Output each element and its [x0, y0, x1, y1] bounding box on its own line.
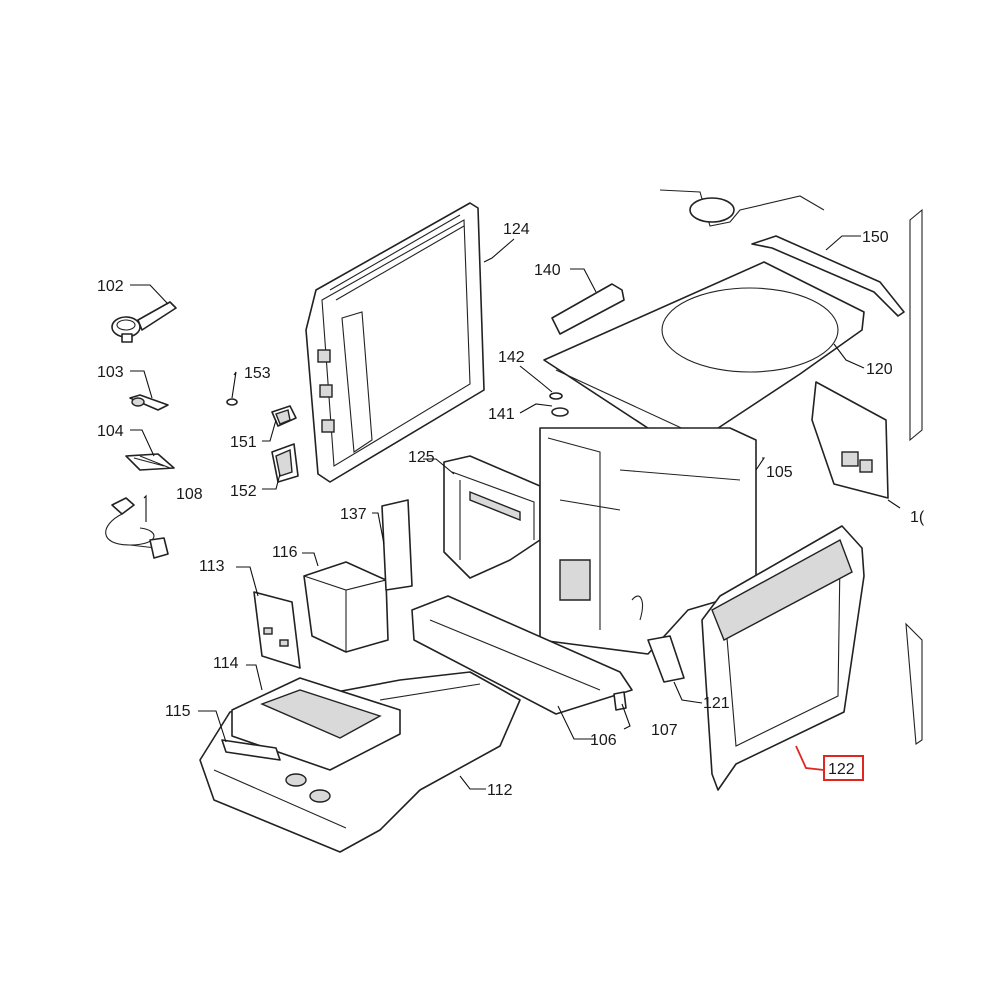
callout-115: 115	[165, 703, 191, 720]
part-102-measuring-spoon	[111, 301, 177, 343]
part-105-chassis	[539, 427, 757, 655]
part-140-handle	[551, 283, 625, 335]
callout-120: 120	[866, 361, 893, 378]
callout-103: 103	[97, 364, 124, 381]
callout-151: 151	[230, 434, 257, 451]
callout-140: 140	[534, 262, 561, 279]
part-122-front-frame	[701, 525, 865, 791]
part-137-panel	[381, 499, 413, 591]
callout-124: 124	[503, 221, 530, 238]
part-grinder-ring	[659, 189, 825, 227]
callout-153: 153	[244, 365, 271, 382]
part-124-side-panel	[305, 202, 485, 483]
callout-108: 108	[176, 486, 203, 503]
callout-105: 105	[766, 464, 793, 481]
part-113-drip-cover	[253, 591, 301, 669]
highlight-box-122	[823, 755, 864, 781]
callout-1x: 1(	[910, 509, 925, 526]
callout-106: 106	[590, 732, 617, 749]
callout-141: 141	[488, 406, 515, 423]
callout-152: 152	[230, 483, 257, 500]
part-153-seal	[226, 398, 238, 406]
callout-107: 107	[651, 722, 678, 739]
callout-150: 150	[862, 229, 889, 246]
part-103-cleaning-tablet	[129, 394, 169, 411]
part-108-power-cord	[105, 497, 169, 559]
part-150-trim	[751, 235, 905, 317]
part-104-test-strip	[125, 453, 175, 471]
callout-121: 121	[703, 695, 730, 712]
callout-142: 142	[498, 349, 525, 366]
part-right-edge	[905, 208, 923, 745]
part-107-foot	[613, 691, 627, 711]
part-116-grounds-container	[303, 561, 389, 653]
part-106-base-plate	[411, 595, 633, 715]
part-121-side-plate	[647, 635, 685, 683]
part-152-connector	[271, 443, 299, 483]
part-125-frame	[443, 455, 541, 579]
callout-122: 122	[828, 761, 855, 778]
callout-116: 116	[272, 544, 298, 561]
leader-lines	[130, 235, 901, 790]
callout-137: 137	[340, 506, 367, 523]
callout-102: 102	[97, 278, 124, 295]
callout-112: 112	[487, 782, 513, 799]
callout-104: 104	[97, 423, 124, 440]
callout-113: 113	[199, 558, 225, 575]
part-115-clip	[221, 739, 281, 761]
part-142-141-washers	[549, 392, 569, 417]
callout-114: 114	[213, 655, 239, 672]
part-control-board	[811, 381, 889, 499]
callout-125: 125	[408, 449, 435, 466]
